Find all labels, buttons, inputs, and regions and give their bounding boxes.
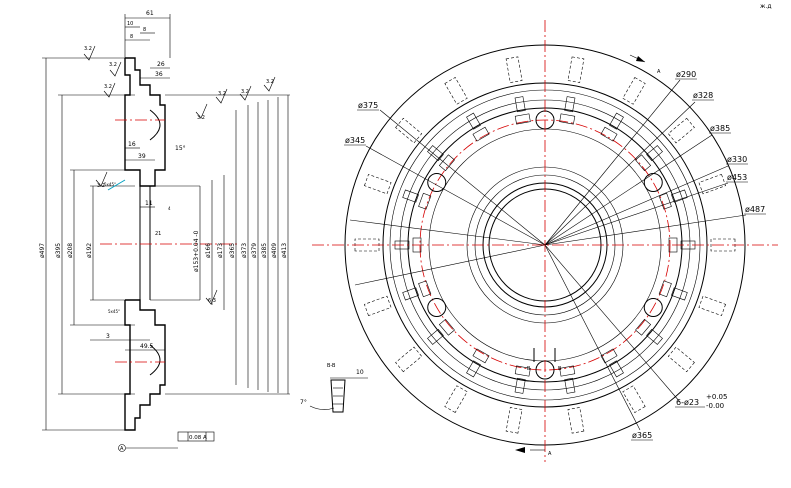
dim-d373: ø373 (241, 243, 248, 258)
slot (635, 318, 695, 373)
leader-line (379, 109, 546, 246)
dim-d385: ø385 (261, 243, 268, 258)
slot (444, 348, 490, 413)
label-holes-tol-dn: -0.00 (706, 402, 724, 410)
roughness-2: 3.2 (109, 62, 117, 68)
roughness-4: 3.2 (197, 115, 205, 121)
slot (444, 77, 490, 142)
slot (395, 318, 455, 373)
dim-10: 10 (127, 21, 133, 27)
leader-line (544, 182, 729, 246)
leader-line (354, 244, 546, 286)
slot (505, 365, 531, 434)
slot (600, 77, 646, 142)
dim-d173: ø173 (217, 243, 224, 258)
dim-8b: 8 (130, 34, 133, 40)
label-d365: ø365 (632, 431, 652, 440)
dim-4: 4 (168, 206, 171, 211)
dim-d166: ø166 (205, 243, 212, 258)
slot (505, 56, 531, 125)
dim-36: 36 (155, 71, 163, 78)
section-label: B-B (327, 363, 336, 369)
dim-d497: ø497 (39, 243, 46, 258)
arrow-a-bottom: A (548, 451, 552, 457)
slot (395, 117, 455, 172)
roughness-symbols: 3.2 3.2 3.2 3.2 3.2 3.2 3.2 3.2 6.3 (83, 45, 276, 305)
dim-d192: ø192 (86, 243, 93, 258)
dim-d153: ø153+0.04 -0 (193, 230, 200, 272)
leader-line (544, 134, 713, 246)
roughness-5: 3.2 (218, 91, 226, 97)
section-width: 10 (356, 369, 364, 376)
leader-line (349, 219, 546, 246)
label-d328: ø328 (693, 91, 713, 100)
slot (364, 173, 432, 210)
leader-line (544, 244, 641, 431)
roughness-7: 3.2 (266, 79, 274, 85)
front-view: A A B B ø290 ø328 ø385 ø330 ø453 ø487 ø3… (312, 20, 778, 462)
arrow-a-top: A (657, 69, 661, 75)
side-view: 61 10 8 8 36 26 16 39 11 4 3 49.5 21 15°… (39, 10, 290, 452)
roughness-3: 3.2 (104, 84, 112, 90)
dim-15deg: 15° (175, 145, 186, 152)
dim-26: 26 (157, 61, 165, 68)
section-angle: 7° (300, 399, 307, 406)
slot (635, 117, 695, 172)
roughness-6: 3.2 (241, 89, 249, 95)
dim-39: 39 (138, 153, 146, 160)
dim-d365: ø365 (229, 243, 236, 258)
roughness-9: 6.3 (208, 298, 216, 304)
dim-8a: 8 (143, 27, 146, 33)
dim-d409: ø409 (271, 243, 278, 258)
leader-line (544, 214, 747, 246)
leader-line (365, 145, 546, 246)
bolt-hole (643, 298, 663, 317)
roughness-8: 3.2 (97, 183, 105, 189)
slot (559, 56, 585, 125)
label-holes: 6-ø23 (676, 398, 699, 407)
dim-d379: ø379 (251, 243, 258, 258)
corner-note: ж.д (760, 3, 771, 10)
label-holes-tol-up: +0.05 (706, 393, 727, 401)
dim-d395: ø395 (55, 243, 62, 258)
dim-3: 3 (106, 333, 110, 340)
leader-line (544, 244, 681, 403)
label-d385: ø385 (710, 124, 730, 133)
slot (559, 365, 585, 434)
roughness-1: 3.2 (84, 46, 92, 52)
dim-d208: ø208 (67, 243, 74, 258)
dim-d413: ø413 (281, 243, 288, 258)
dim-16: 16 (128, 141, 136, 148)
label-d330: ø330 (727, 155, 747, 164)
section-b-b: B-B 10 7° (300, 363, 368, 413)
label-d375: ø375 (358, 101, 378, 110)
tolerance-frame: 0.08 A (189, 435, 207, 441)
bolt-hole (427, 298, 447, 317)
chamfer-note-bottom: 5x45° (108, 309, 120, 314)
dim-21: 21 (155, 231, 161, 237)
dim-49-5: 49.5 (140, 343, 154, 350)
dim-11: 11 (145, 200, 153, 207)
slot (600, 348, 646, 413)
bolt-hole (427, 173, 447, 192)
datum-a: A (120, 446, 124, 452)
leader-line (544, 101, 696, 246)
section-marker-b1: B (527, 366, 531, 372)
leader-line (544, 165, 729, 246)
label-d487: ø487 (745, 205, 765, 214)
leader-lines (349, 79, 747, 431)
leader-line (544, 79, 681, 246)
label-d290: ø290 (676, 70, 696, 79)
label-d453: ø453 (727, 173, 747, 182)
bolt-hole (643, 173, 663, 192)
chamfer-note-top: 5x45° (104, 182, 116, 187)
section-marker-b2: B (558, 366, 562, 372)
slot (658, 173, 726, 210)
dim-61: 61 (146, 10, 154, 17)
label-d345: ø345 (345, 136, 365, 145)
